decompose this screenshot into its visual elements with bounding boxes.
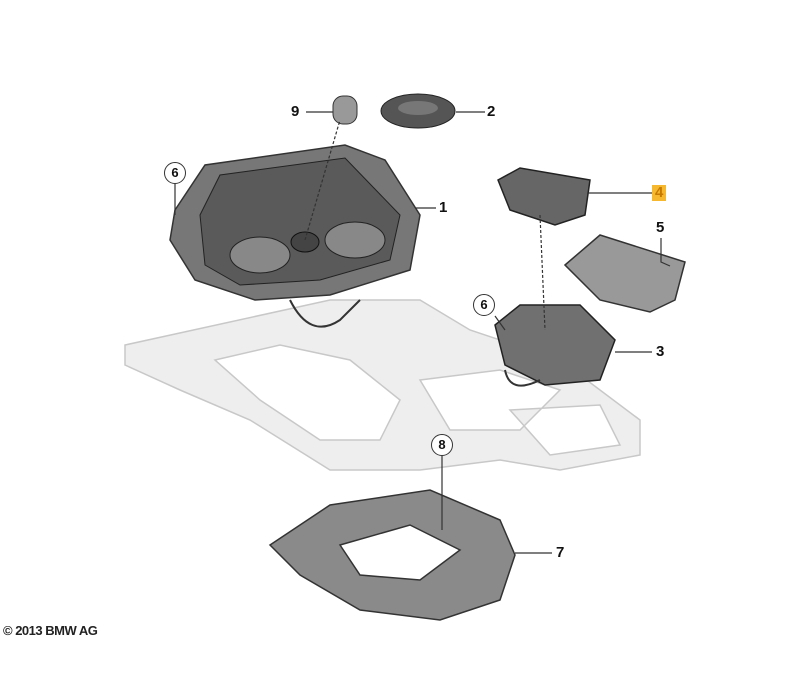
part-3-box <box>494 304 616 386</box>
callout-9[interactable]: 9 <box>291 103 300 120</box>
leader-line-5 <box>660 238 671 267</box>
part-1-cup-ring-right <box>324 221 386 259</box>
part-4-insert <box>497 167 591 226</box>
callout-1[interactable]: 1 <box>439 199 448 216</box>
assembly-line-4 <box>539 214 546 331</box>
part-1-cable <box>289 299 361 328</box>
leader-lines <box>174 111 671 554</box>
callout-8-circled[interactable]: 8 <box>431 434 453 456</box>
callout-6-circled[interactable]: 6 <box>473 294 495 316</box>
copyright-notice: © 2013 BMW AG <box>3 623 98 638</box>
part-9-knob <box>332 95 358 125</box>
part-2-cap-top <box>398 101 438 115</box>
part-5-tray <box>563 234 686 313</box>
callout-6-circled[interactable]: 6 <box>164 162 186 184</box>
callout-7[interactable]: 7 <box>556 544 565 561</box>
part-3-cable <box>504 369 541 387</box>
callout-3[interactable]: 3 <box>656 343 665 360</box>
callout-2[interactable]: 2 <box>487 103 496 120</box>
part-7-bracket <box>268 489 516 621</box>
part-1-cup-ring-left <box>229 236 291 274</box>
center-console-trim <box>124 299 641 471</box>
leader-line-6b <box>494 315 506 331</box>
part-1-center-socket <box>290 231 320 253</box>
callout-5[interactable]: 5 <box>656 219 665 236</box>
callout-4-highlighted[interactable]: 4 <box>652 185 667 201</box>
assembly-line-9 <box>304 119 341 241</box>
